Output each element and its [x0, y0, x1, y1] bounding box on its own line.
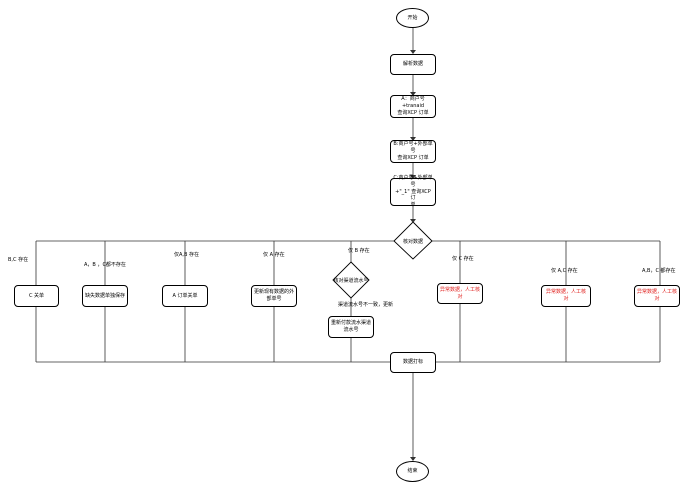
c-close-node: C 关单: [14, 285, 59, 307]
branch-label-only-ab: 仅A,B 存在: [174, 252, 200, 258]
end-node: 结束: [396, 461, 429, 482]
start-node: 开始: [396, 8, 429, 28]
query-a-node: A：商户号+tranaid 查询XCP 订单: [390, 95, 436, 118]
branch-label-only-a: 仅 A 存在: [263, 252, 285, 258]
branch-label-only-c: 仅 C 存在: [452, 256, 474, 262]
branch-label-abc-none: A，B ，C都不存在: [84, 262, 126, 268]
update-channel-node: 重新付款流水渠道 流水号: [328, 316, 374, 338]
branch-label-abc-all: A,B，C 都存在: [642, 268, 676, 274]
query-c-node: C:商户号+外部单号 +"_1" 查询XCP 订 单: [390, 175, 436, 208]
branch-label-only-ac: 仅 A,C 存在: [551, 268, 578, 274]
missing-save-node: 缺失数据单独保存: [82, 285, 128, 307]
abnormal-manual-node-1: 异常数据，人工核 对: [437, 283, 483, 304]
query-b-node: B:商户号+外部单号 查询XCP 订单: [390, 140, 436, 163]
compare-data-label: 核对数据: [402, 238, 423, 245]
compare-diamond: [393, 221, 433, 260]
check-channel-diamond: [332, 261, 370, 299]
parse-data-node: 解析数据: [390, 54, 436, 75]
branch-label-only-b: 仅 B 存在: [348, 248, 370, 254]
a-close-node: A 订单关单: [162, 285, 208, 307]
abnormal-manual-node-2: 异常数据，人工核 对: [541, 285, 591, 307]
abnormal-manual-node-3: 异常数据，人工核 对: [634, 285, 680, 307]
data-mark-node: 数据打标: [390, 352, 436, 373]
check-channel-label: 核对渠道流水号: [333, 277, 369, 284]
branch-label-channel-diff: 渠道流水号不一致，更新: [338, 302, 394, 308]
update-ext-node: 更新现有数据的外 部单号: [251, 285, 297, 307]
branch-label-bc-exist: B,C 存在: [8, 257, 29, 263]
